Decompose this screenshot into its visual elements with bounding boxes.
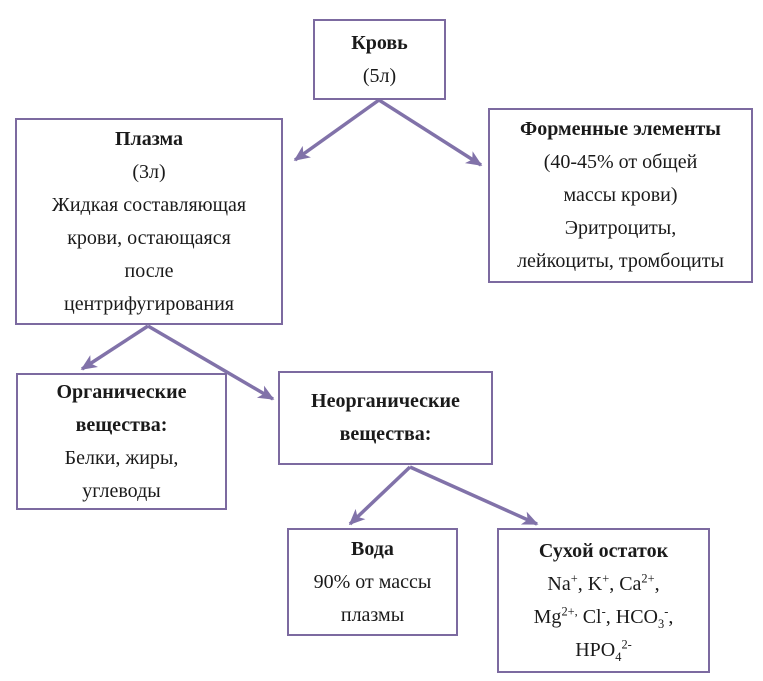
blood-volume: (5л) — [362, 64, 397, 87]
arrow-plasma-to-organic — [80, 324, 149, 371]
dry-residue-ions-line: Mg2+, Cl-, HCO3-, — [533, 603, 674, 631]
water-title: Вода — [351, 537, 394, 560]
plasma-description-line: Жидкая составляющая — [51, 193, 247, 216]
node-dry-residue: Сухой остаток Na+, K+, Ca2+, Mg2+, Cl-, … — [497, 528, 710, 673]
node-inorganic-substances: Неорганические вещества: — [278, 371, 493, 465]
node-water: Вода 90% от массы плазмы — [287, 528, 458, 636]
arrow-inorganic-to-water — [348, 465, 412, 526]
formed-elements-title: Форменные элементы — [520, 118, 721, 140]
plasma-description-line: центрифугирования — [64, 292, 234, 315]
dry-residue-ions-line: HPO42- — [575, 636, 632, 664]
node-formed-elements: Форменные элементы (40-45% от общей масс… — [488, 108, 753, 283]
organic-title-line: Органические — [56, 380, 187, 403]
node-organic-substances: Органические вещества: Белки, жиры, угле… — [16, 373, 227, 510]
plasma-title: Плазма — [114, 127, 184, 150]
formed-elements-share-line: массы крови) — [563, 184, 678, 206]
arrow-blood-to-formed-elements — [378, 98, 483, 167]
dry-residue-title: Сухой остаток — [538, 539, 669, 562]
formed-elements-share-line: (40-45% от общей — [543, 151, 698, 173]
blood-title: Кровь — [351, 31, 408, 54]
plasma-description-line: крови, остающаяся — [67, 226, 231, 249]
water-share-line: плазмы — [340, 603, 405, 626]
organic-list-line: Белки, жиры, — [64, 446, 179, 469]
arrow-inorganic-to-dry-residue — [409, 465, 539, 526]
node-blood: Кровь (5л) — [313, 19, 446, 100]
plasma-description-line: после — [124, 259, 174, 282]
node-plasma: Плазма (3л) Жидкая составляющая крови, о… — [15, 118, 283, 325]
dry-residue-ions-line: Na+, K+, Ca2+, — [547, 570, 660, 595]
formed-elements-list-line: Эритроциты, — [564, 217, 677, 239]
formed-elements-list-line: лейкоциты, тромбоциты — [517, 250, 724, 272]
arrow-blood-to-plasma — [293, 98, 381, 162]
organic-title-line: вещества: — [75, 413, 168, 436]
inorganic-title-line: вещества: — [339, 423, 432, 445]
water-share-line: 90% от массы — [313, 570, 432, 593]
inorganic-title-line: Неорганические — [311, 390, 460, 412]
plasma-volume: (3л) — [132, 160, 166, 183]
organic-list-line: углеводы — [82, 479, 161, 502]
